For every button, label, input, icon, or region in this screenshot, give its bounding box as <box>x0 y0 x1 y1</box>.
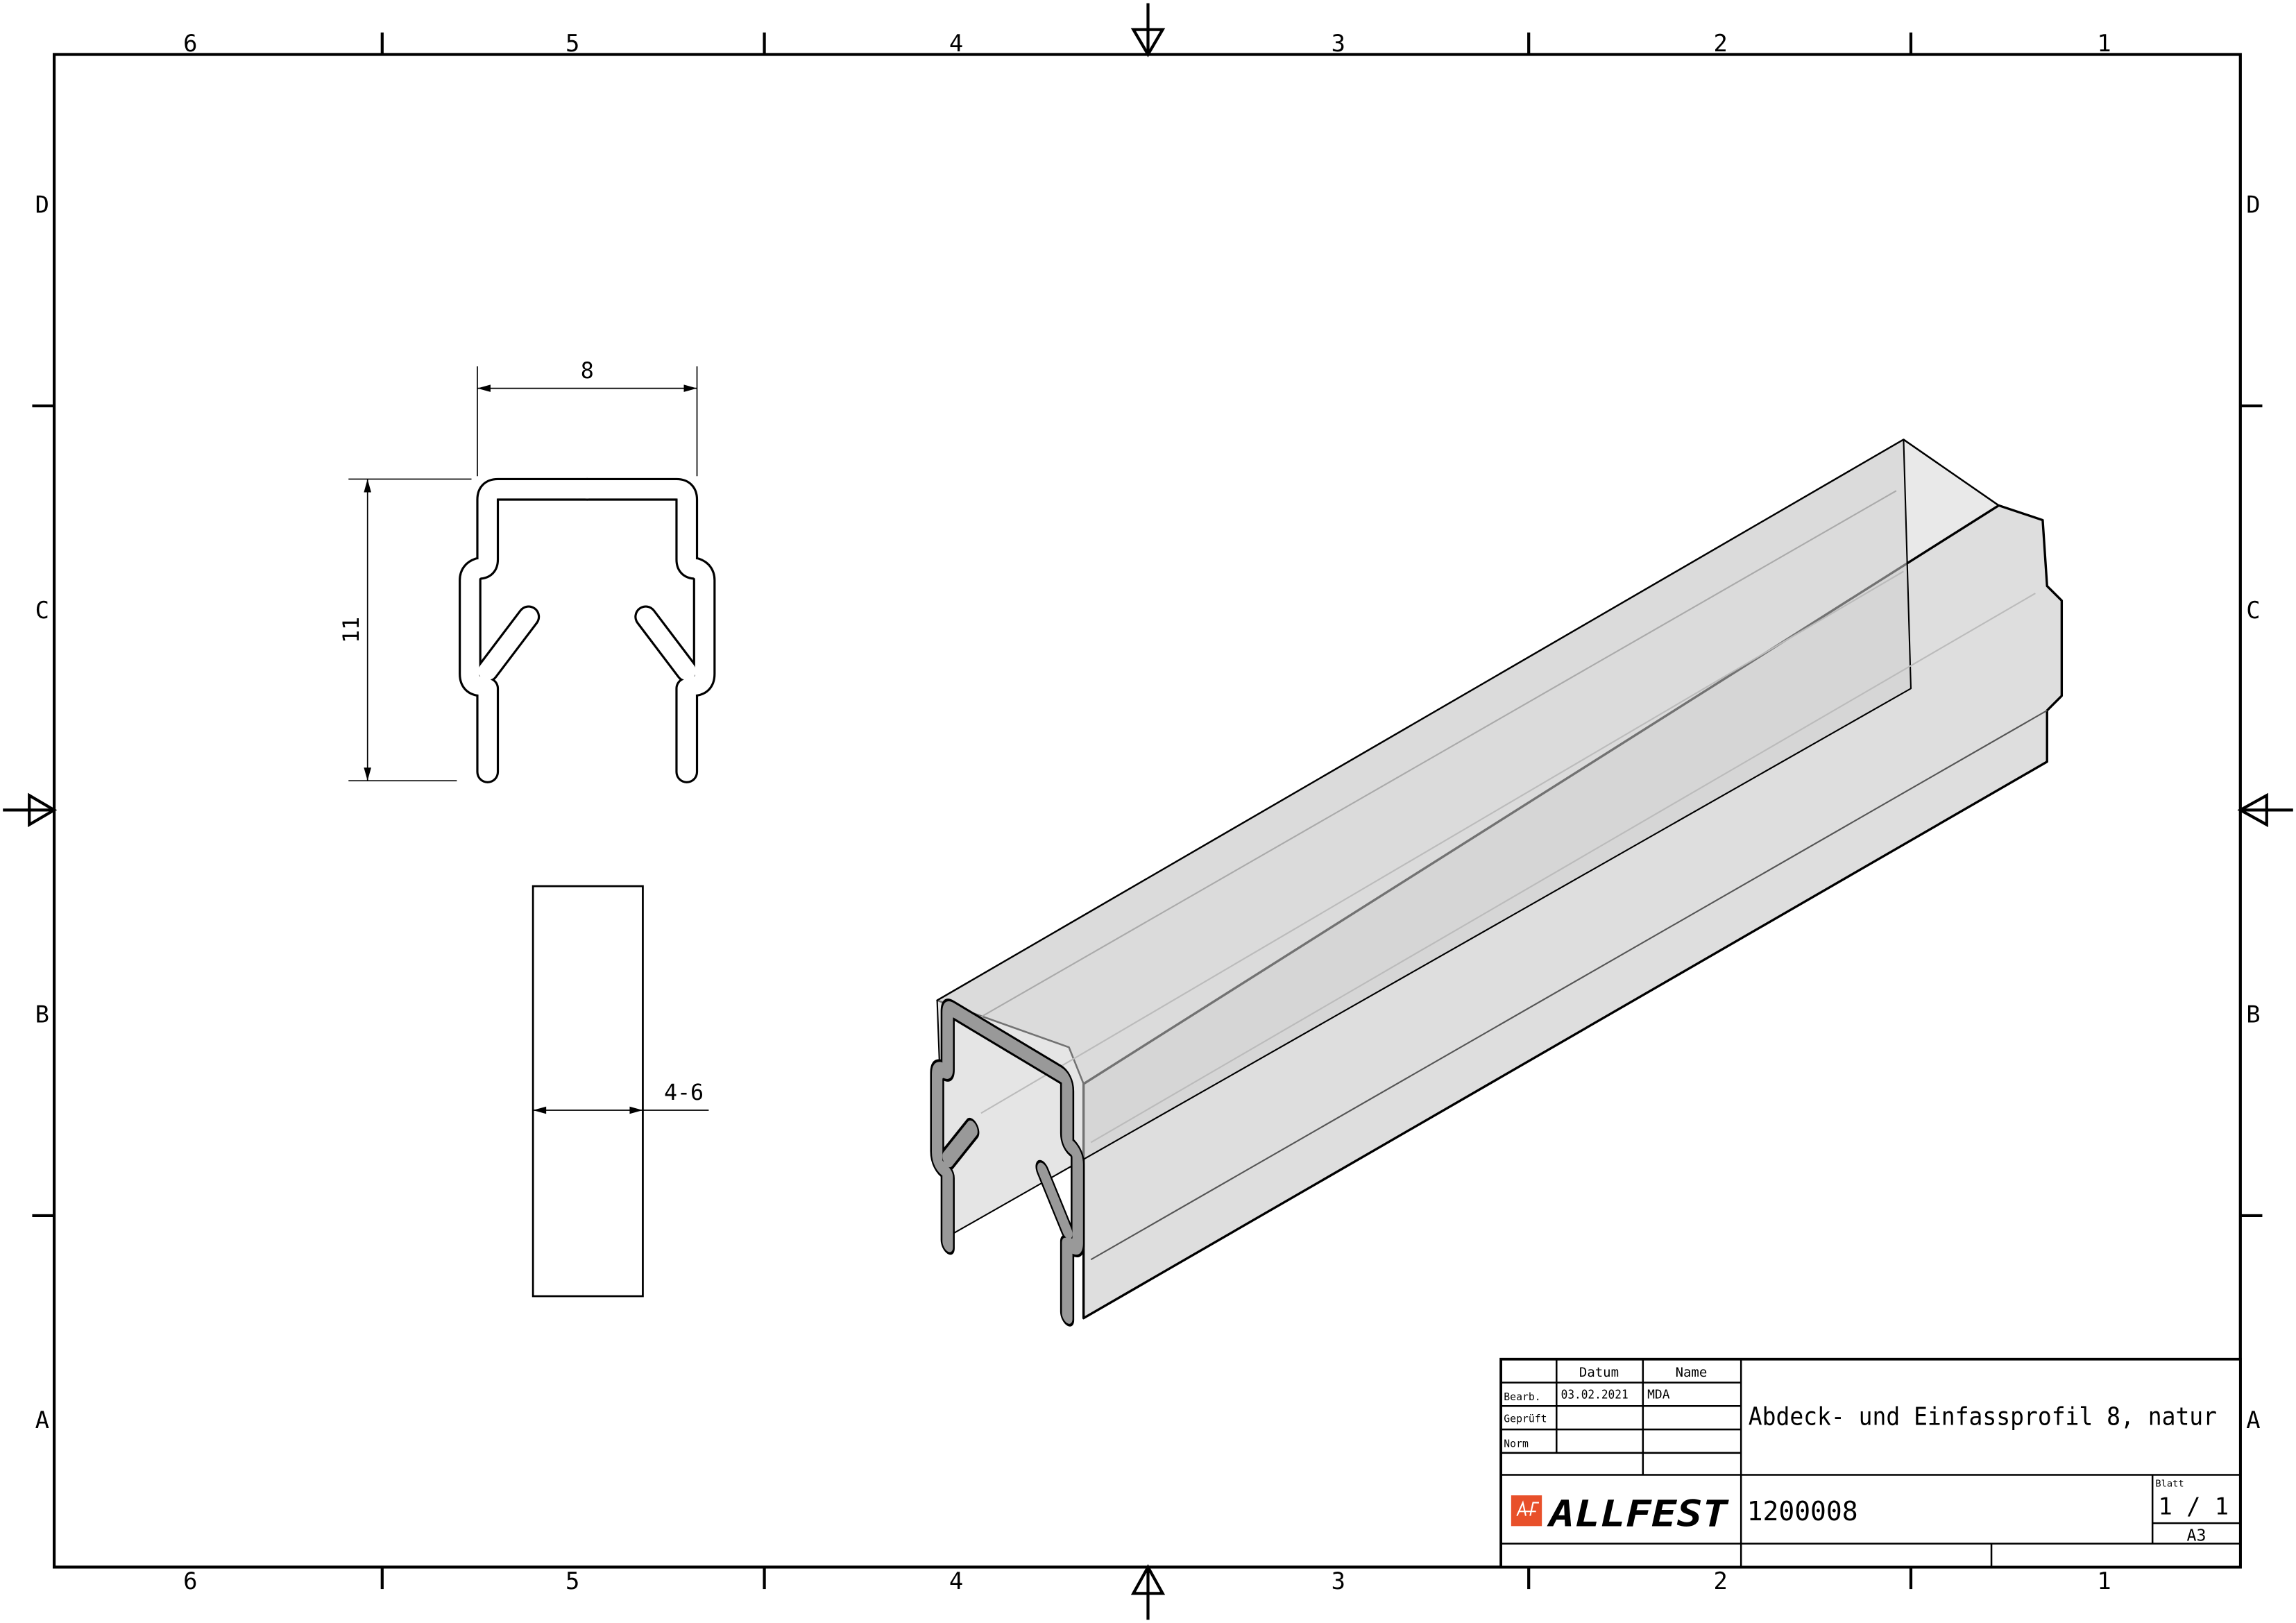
title-block: Datum Name Bearb. 03.02.2021 MDA Geprüft… <box>1499 1357 2242 1569</box>
row-label-norm: Norm <box>1504 1438 1529 1450</box>
side-view-rectangle <box>532 885 644 1298</box>
paper-format: A3 <box>2187 1526 2206 1545</box>
sheet-label: Blatt <box>2155 1478 2184 1489</box>
column-label: 6 <box>183 30 197 57</box>
column-label: 1 <box>2097 30 2111 57</box>
column-label: 4 <box>949 30 963 57</box>
column-label: 3 <box>1332 1567 1345 1595</box>
column-label: 3 <box>1332 30 1345 57</box>
row-label-bearb: Bearb. <box>1504 1391 1540 1403</box>
column-label: 5 <box>566 30 579 57</box>
row-label: A <box>2246 1407 2260 1434</box>
column-label: 1 <box>2097 1567 2111 1595</box>
dimension-label: 8 <box>581 359 594 384</box>
row-label: C <box>35 597 49 624</box>
column-label: 6 <box>183 1567 197 1595</box>
column-labels-bottom: 6 5 4 3 2 1 <box>183 1567 2111 1595</box>
header-name: Name <box>1676 1365 1708 1380</box>
column-label: 4 <box>949 1567 963 1595</box>
row-label-geprueft: Geprüft <box>1504 1413 1547 1425</box>
sheet-number: 1 / 1 <box>2158 1493 2229 1520</box>
dimension-label: 4-6 <box>664 1080 704 1105</box>
drawing-title: Abdeck- und Einfassprofil 8, natur <box>1749 1403 2217 1431</box>
profile-cross-section <box>470 489 704 772</box>
bearb-date: 03.02.2021 <box>1561 1388 1629 1402</box>
column-labels-top: 6 5 4 3 2 1 <box>183 30 2111 57</box>
svg-text:ALLFEST: ALLFEST <box>1547 1493 1730 1535</box>
dimension-label: 11 <box>339 617 364 643</box>
row-label: D <box>2246 191 2260 218</box>
drawing-number: 1200008 <box>1747 1496 1858 1527</box>
isometric-profile-view <box>936 439 2064 1320</box>
row-label: C <box>2246 597 2260 624</box>
header-datum: Datum <box>1579 1365 1619 1380</box>
centering-arrows <box>3 3 2293 1620</box>
row-label: A <box>35 1407 49 1434</box>
row-label: B <box>35 1001 49 1028</box>
column-label: 2 <box>1713 1567 1727 1595</box>
dimension-width: 8 <box>477 359 698 477</box>
allfest-logo: ALLFEST <box>1511 1493 1730 1535</box>
column-label: 5 <box>566 1567 579 1595</box>
row-label: B <box>2246 1001 2260 1028</box>
column-label: 2 <box>1713 30 1727 57</box>
row-label: D <box>35 191 49 218</box>
row-labels: D C B A D C B A <box>35 191 2261 1434</box>
dimension-thickness: 4-6 <box>533 1080 709 1114</box>
dimension-height: 11 <box>339 478 472 782</box>
bearb-name: MDA <box>1647 1388 1670 1402</box>
zone-ticks <box>32 32 2263 1590</box>
